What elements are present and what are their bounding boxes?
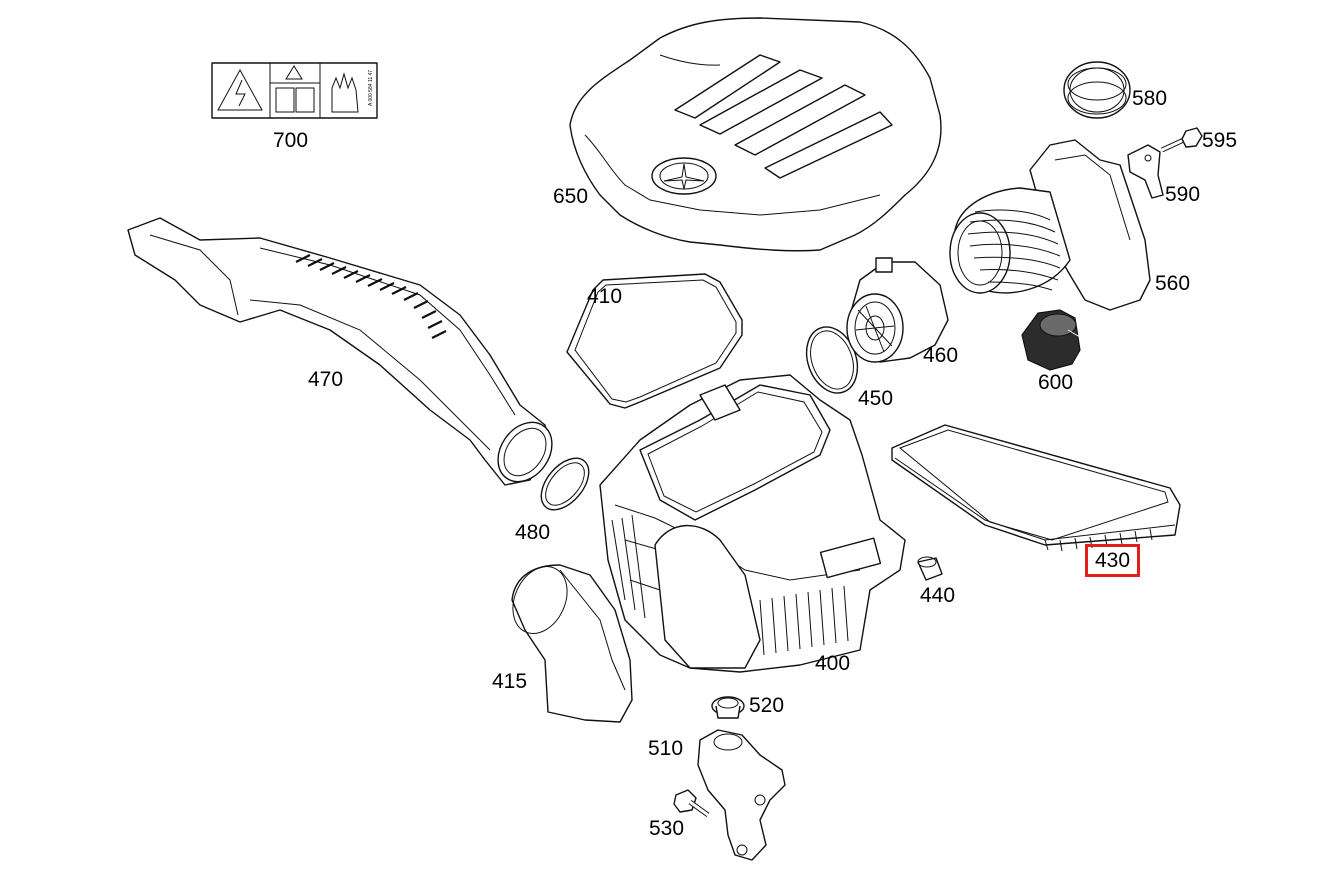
part-415-intake-elbow[interactable]	[503, 558, 633, 723]
manual-book-icon	[295, 87, 315, 113]
part-580-ring[interactable]	[1063, 61, 1131, 119]
brand-star-emblem	[663, 163, 705, 190]
callout-600[interactable]: 600	[1038, 371, 1074, 394]
callout-590[interactable]: 590	[1165, 183, 1201, 206]
callout-530[interactable]: 530	[649, 817, 685, 840]
part-450-ring[interactable]	[798, 320, 866, 400]
callout-480[interactable]: 480	[515, 521, 551, 544]
callout-520[interactable]: 520	[749, 694, 785, 717]
part-560-intake-housing[interactable]	[949, 139, 1151, 311]
part-480-ring[interactable]	[532, 449, 598, 518]
callout-700[interactable]: 700	[273, 129, 309, 152]
part-410-gasket[interactable]	[566, 273, 743, 409]
part-595-bolt[interactable]	[1160, 127, 1203, 153]
part-430-air-filter[interactable]	[891, 424, 1181, 552]
part-590-sensor[interactable]	[1127, 144, 1164, 199]
part-700-warning-label[interactable]: A 000 584 11 47	[211, 62, 378, 119]
hand-hazard-icon	[331, 72, 359, 113]
callout-410[interactable]: 410	[587, 285, 623, 308]
part-510-bracket[interactable]	[697, 729, 786, 861]
callout-415[interactable]: 415	[492, 670, 528, 693]
part-400-filter-housing[interactable]	[599, 374, 906, 673]
part-650-engine-cover[interactable]	[569, 17, 942, 252]
callout-510[interactable]: 510	[648, 737, 684, 760]
part-520-grommet[interactable]	[711, 696, 745, 719]
callout-595[interactable]: 595	[1202, 129, 1238, 152]
electric-hazard-icon	[217, 68, 263, 111]
part-530-bolt[interactable]	[673, 789, 710, 818]
callout-450[interactable]: 450	[858, 387, 894, 410]
label-700-code: A 000 584 11 47	[368, 70, 374, 106]
callout-440[interactable]: 440	[920, 584, 956, 607]
callout-460[interactable]: 460	[923, 344, 959, 367]
callout-400[interactable]: 400	[815, 652, 851, 675]
callout-650[interactable]: 650	[553, 185, 589, 208]
part-600-rubber-boot[interactable]	[1021, 309, 1086, 371]
part-470-intake-duct[interactable]	[127, 217, 563, 492]
part-460-airflow-meter[interactable]	[846, 257, 949, 363]
warning-triangle-icon	[285, 65, 303, 80]
callout-430-selected[interactable]: 430	[1084, 544, 1141, 577]
callout-560[interactable]: 560	[1155, 272, 1191, 295]
callout-470[interactable]: 470	[308, 368, 344, 391]
callout-580[interactable]: 580	[1132, 87, 1168, 110]
part-440-cap[interactable]	[917, 556, 943, 581]
